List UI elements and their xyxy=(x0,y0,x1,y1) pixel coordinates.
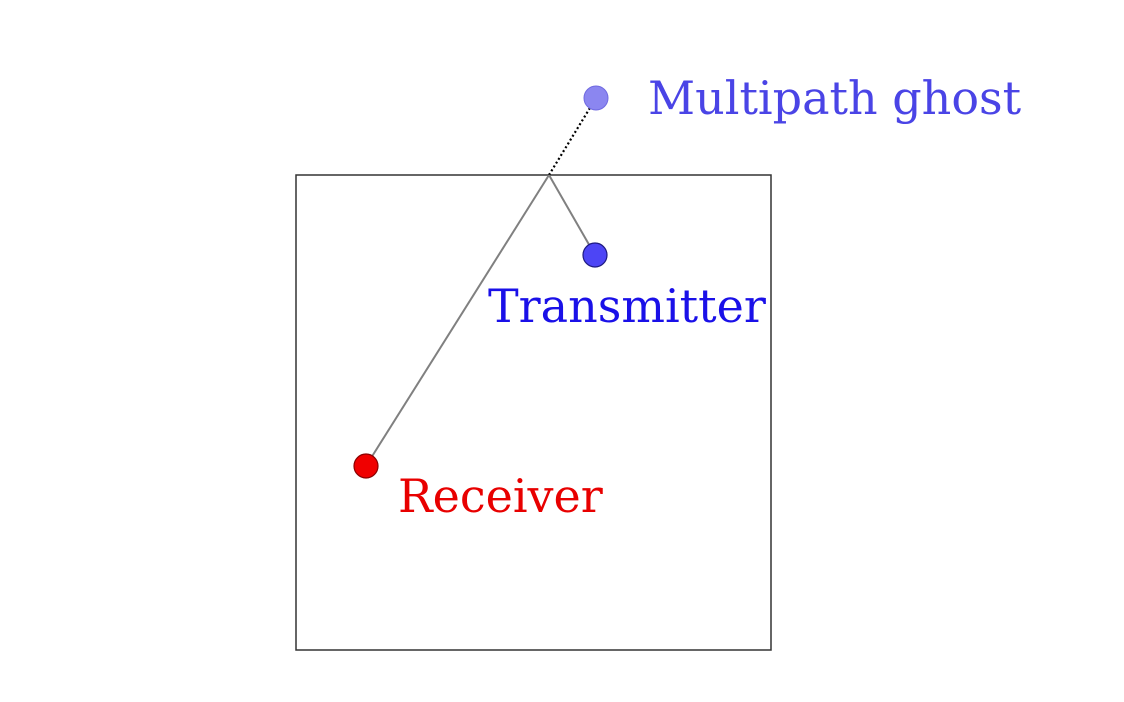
transmitter-label: Transmitter xyxy=(488,279,766,333)
receiver-label: Receiver xyxy=(398,469,603,523)
wall-to-transmitter-path xyxy=(548,174,596,256)
receiver-to-wall-path xyxy=(365,174,550,467)
transmitter-node xyxy=(582,242,608,268)
virtual-path xyxy=(548,97,597,176)
room-boundary xyxy=(295,174,772,651)
ghost-label: Multipath ghost xyxy=(648,71,1022,125)
receiver-node xyxy=(353,453,379,479)
ghost-node xyxy=(583,85,609,111)
